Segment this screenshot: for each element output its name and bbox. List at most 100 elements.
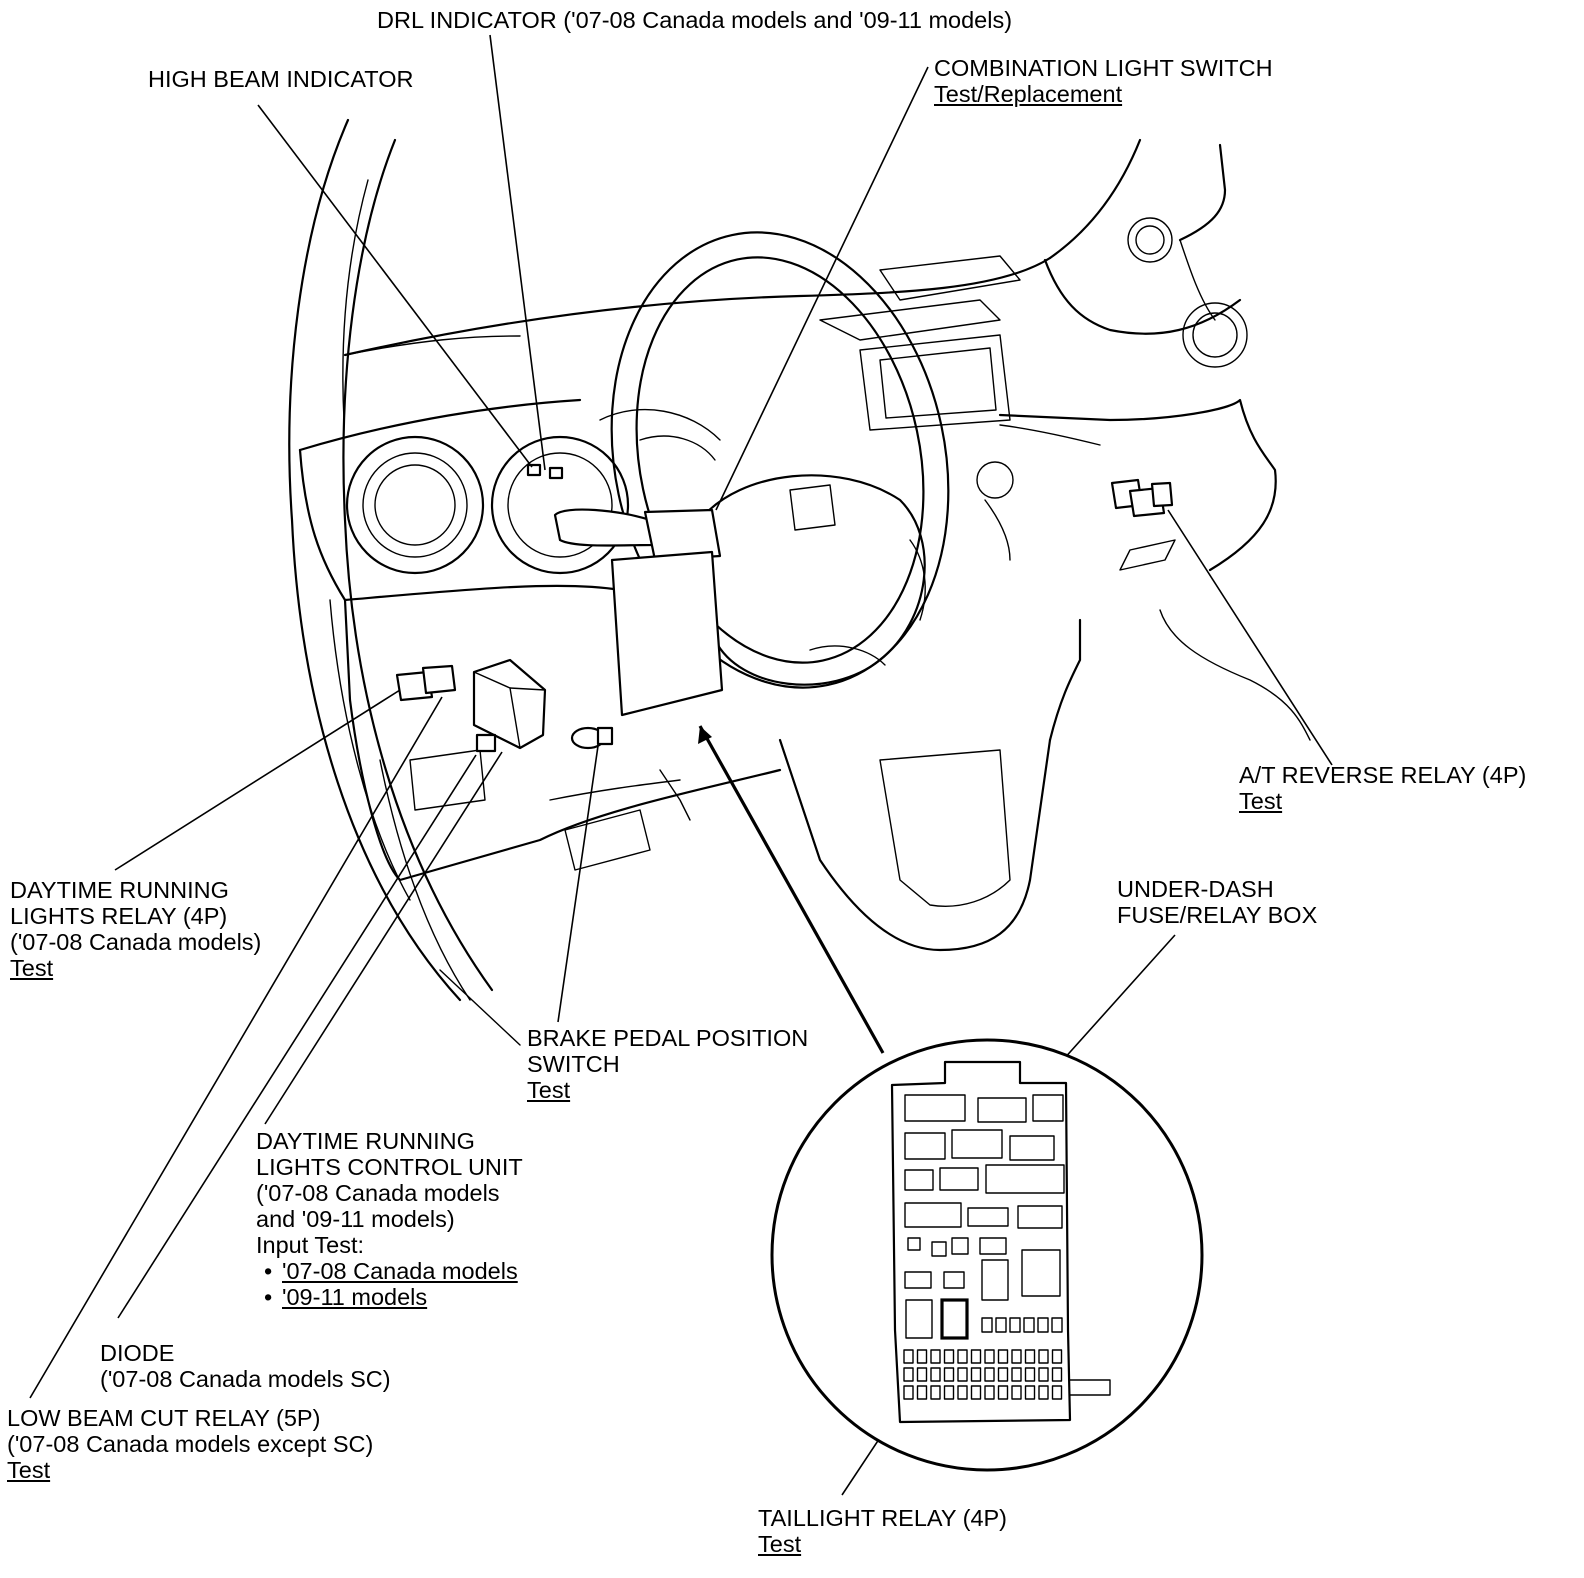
fuse-slot	[1011, 1349, 1022, 1364]
diode-line2: ('07-08 Canada models SC)	[100, 1366, 391, 1392]
fuse-slot	[916, 1385, 928, 1400]
low-beam-relay-line2: ('07-08 Canada models except SC)	[7, 1431, 374, 1457]
fuse-slot	[903, 1349, 914, 1364]
low-beam-relay-line1: LOW BEAM CUT RELAY (5P)	[7, 1405, 321, 1431]
drl-input-test-0911-link[interactable]: '09-11 models	[282, 1284, 428, 1310]
drl-relay-line1: DAYTIME RUNNING	[10, 877, 229, 903]
at-reverse-relay-test-link[interactable]: Test	[1239, 788, 1283, 814]
dash-outline	[298, 138, 1311, 741]
door-frame	[288, 118, 521, 1046]
brake-switch-test-link[interactable]: Test	[527, 1077, 571, 1103]
drl-control-unit-line4: and '09-11 models)	[256, 1206, 455, 1232]
brake-switch	[570, 726, 614, 750]
drl-input-test-0708-link[interactable]: '07-08 Canada models	[282, 1258, 518, 1284]
brake-switch-line2: SWITCH	[527, 1051, 620, 1077]
fuse-slot	[916, 1349, 928, 1364]
fuse-slot	[943, 1385, 955, 1400]
drl-indicator-text: DRL INDICATOR ('07-08 Canada models and …	[377, 7, 1013, 33]
fuse-box-pointer	[698, 725, 885, 1054]
bullet-icon: •	[264, 1258, 273, 1284]
at-reverse-relay-label: A/T REVERSE RELAY (4P) Test	[1239, 762, 1526, 814]
at-reverse-relay-title: A/T REVERSE RELAY (4P)	[1239, 762, 1527, 788]
low-beam-relay-test-link[interactable]: Test	[7, 1457, 51, 1483]
fuse-slot	[970, 1349, 982, 1364]
fuse-slot	[970, 1385, 982, 1400]
fuse-slot	[903, 1367, 914, 1382]
under-dash-box-line2: FUSE/RELAY BOX	[1117, 902, 1318, 928]
fuse-slot	[903, 1385, 914, 1400]
fuse-slot	[997, 1385, 1009, 1400]
brake-switch-line1: BRAKE PEDAL POSITION	[527, 1025, 809, 1051]
drl-control-unit-bullet-row-2: • '09-11 models	[256, 1284, 523, 1310]
fuse-slot	[930, 1385, 941, 1400]
bullet-icon: •	[264, 1284, 273, 1310]
diode-label: DIODE ('07-08 Canada models SC)	[100, 1340, 391, 1392]
at-reverse-relay	[1110, 478, 1174, 518]
drl-control-unit-line1: DAYTIME RUNNING	[256, 1128, 475, 1154]
under-dash-box-line1: UNDER-DASH	[1117, 876, 1274, 902]
brake-switch-label: BRAKE PEDAL POSITION SWITCH Test	[527, 1025, 808, 1103]
drl-relay-test-link[interactable]: Test	[10, 955, 54, 981]
fuse-slot	[1051, 1367, 1063, 1382]
taillight-relay-label: TAILLIGHT RELAY (4P) Test	[758, 1505, 1007, 1557]
fuse-slot	[1038, 1385, 1049, 1400]
fuse-slot	[981, 1317, 993, 1333]
high-beam-indicator-text: HIGH BEAM INDICATOR	[148, 66, 414, 92]
drl-relay-line2: LIGHTS RELAY (4P)	[10, 903, 228, 929]
fuse-slot	[1037, 1317, 1049, 1333]
drl-indicator-label: DRL INDICATOR ('07-08 Canada models and …	[377, 7, 1012, 33]
fuse-slot	[943, 1367, 955, 1382]
diode	[475, 733, 497, 753]
fuse-slot	[997, 1349, 1009, 1364]
fuse-slot	[916, 1367, 928, 1382]
fuse-slot	[1009, 1317, 1021, 1333]
low-beam-relay-label: LOW BEAM CUT RELAY (5P) ('07-08 Canada m…	[7, 1405, 373, 1483]
fuse-slot	[970, 1367, 982, 1382]
fuse-slot	[957, 1367, 968, 1382]
fuse-slot	[957, 1385, 968, 1400]
fuse-slot	[1023, 1317, 1035, 1333]
drl-relay-line3: ('07-08 Canada models)	[10, 929, 262, 955]
gauge-cluster	[345, 408, 721, 575]
combination-switch-title: COMBINATION LIGHT SWITCH	[934, 55, 1273, 81]
fuse-slot	[1024, 1367, 1036, 1382]
drl-relay-label: DAYTIME RUNNING LIGHTS RELAY (4P) ('07-0…	[10, 877, 261, 981]
fuse-slot	[997, 1367, 1009, 1382]
drl-control-unit-line5: Input Test:	[256, 1232, 364, 1258]
combination-switch	[553, 508, 724, 717]
fuse-slot	[930, 1367, 941, 1382]
fuse-slot	[943, 1349, 955, 1364]
combination-switch-test-link[interactable]: Test/Replacement	[934, 81, 1123, 107]
drl-control-unit-line2: LIGHTS CONTROL UNIT	[256, 1154, 523, 1180]
indicators	[526, 463, 564, 480]
lower-dash	[298, 448, 1082, 952]
fuse-slot	[957, 1349, 968, 1364]
fuse-slot	[984, 1367, 995, 1382]
fuse-box-inset	[770, 1038, 1204, 1472]
drl-control-unit-bullet-row-1: • '07-08 Canada models	[256, 1258, 523, 1284]
fuse-slot	[984, 1349, 995, 1364]
under-dash-box-label: UNDER-DASH FUSE/RELAY BOX	[1117, 876, 1317, 928]
taillight-relay-title: TAILLIGHT RELAY (4P)	[758, 1505, 1008, 1531]
fuse-slot	[995, 1317, 1007, 1333]
fuse-slot	[1024, 1385, 1036, 1400]
fuse-slot	[1011, 1385, 1022, 1400]
fuse-slot	[930, 1349, 941, 1364]
high-beam-indicator-label: HIGH BEAM INDICATOR	[148, 66, 414, 92]
fuse-slot	[1051, 1349, 1063, 1364]
taillight-relay-test-link[interactable]: Test	[758, 1531, 802, 1557]
fuse-slot	[1051, 1317, 1063, 1333]
drl-control-unit-line3: ('07-08 Canada models	[256, 1180, 500, 1206]
leader-lines	[29, 34, 1333, 1496]
fuse-slot	[1038, 1367, 1049, 1382]
left-relays	[395, 664, 457, 702]
fuse-slot	[1011, 1367, 1022, 1382]
taillight-relay-slot	[940, 1298, 969, 1340]
fuse-slot	[1024, 1349, 1036, 1364]
drl-control-unit	[472, 658, 547, 750]
center-console	[819, 217, 1248, 571]
steering-wheel	[610, 231, 950, 689]
fuse-slot	[1038, 1349, 1049, 1364]
